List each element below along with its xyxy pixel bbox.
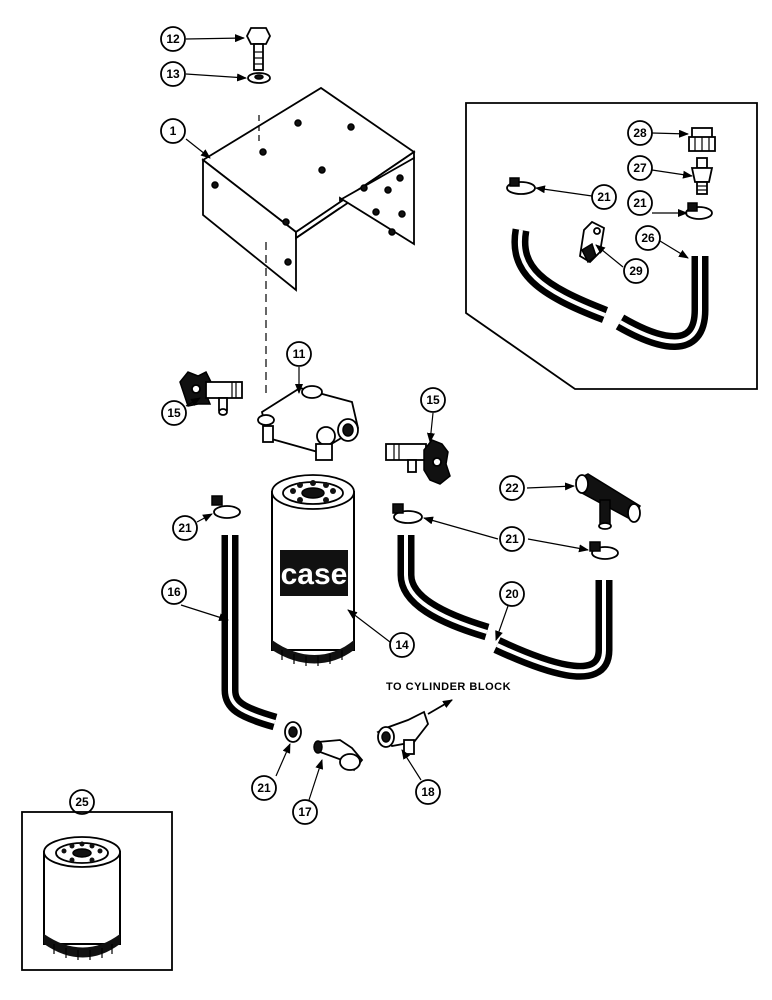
svg-text:12: 12 — [166, 32, 180, 46]
part-17-elbow — [313, 739, 364, 772]
svg-text:16: 16 — [167, 585, 181, 599]
svg-text:20: 20 — [505, 587, 519, 601]
svg-text:15: 15 — [426, 393, 440, 407]
part-21-clamp-inset-right — [685, 202, 713, 220]
part-12-bolt — [245, 27, 272, 71]
svg-text:11: 11 — [293, 347, 306, 361]
callout-18: 18 — [415, 779, 441, 805]
callout-29: 29 — [623, 258, 649, 284]
svg-text:25: 25 — [75, 795, 89, 809]
svg-text:21: 21 — [597, 190, 611, 204]
callout-26: 26 — [635, 225, 661, 251]
part-27-fitting — [690, 157, 714, 195]
svg-text:21: 21 — [257, 781, 271, 795]
part-29-clip — [579, 220, 605, 264]
part-13-washer — [247, 72, 271, 84]
svg-text:13: 13 — [166, 67, 180, 81]
callout-15-left: 15 — [161, 400, 187, 426]
svg-text:18: 18 — [421, 785, 435, 799]
part-14-filter: case — [271, 474, 355, 666]
part-21-clamp-left — [211, 495, 241, 519]
callout-1: 1 — [160, 118, 186, 144]
callout-12: 12 — [160, 26, 186, 52]
filter-brand-label: case — [281, 558, 348, 591]
inset-box-bottom — [21, 811, 173, 971]
part-1-bracket — [201, 86, 416, 292]
callout-16: 16 — [161, 579, 187, 605]
callout-21-inset-right: 21 — [627, 190, 653, 216]
arrow-icon — [427, 699, 453, 715]
part-28-plug — [688, 127, 716, 152]
callout-21-bottom: 21 — [251, 775, 277, 801]
callout-22: 22 — [499, 475, 525, 501]
svg-text:1: 1 — [170, 124, 177, 138]
callout-14: 14 — [389, 632, 415, 658]
svg-text:15: 15 — [167, 406, 181, 420]
part-26-hose-inset — [511, 228, 709, 350]
svg-text:28: 28 — [633, 126, 647, 140]
callout-21-inset-left: 21 — [591, 184, 617, 210]
callout-27: 27 — [627, 155, 653, 181]
callout-11: 11 — [286, 341, 312, 367]
svg-text:26: 26 — [641, 231, 655, 245]
svg-text:17: 17 — [298, 805, 312, 819]
part-22-tee — [575, 473, 642, 530]
callout-21-right: 21 — [499, 526, 525, 552]
inset-box — [465, 102, 758, 390]
svg-text:29: 29 — [629, 264, 643, 278]
callout-25: 25 — [69, 789, 95, 815]
part-20-hose — [397, 535, 613, 680]
part-25-filter — [43, 836, 121, 960]
svg-text:27: 27 — [633, 161, 647, 175]
svg-text:22: 22 — [505, 481, 519, 495]
callout-13: 13 — [160, 61, 186, 87]
svg-text:21: 21 — [633, 196, 647, 210]
svg-text:21: 21 — [505, 532, 519, 546]
svg-text:14: 14 — [395, 638, 409, 652]
part-21-clamp-inset-left — [506, 177, 536, 195]
note-to-cylinder-block: TO CYLINDER BLOCK — [386, 681, 511, 693]
part-21-clamp-bottom — [284, 721, 302, 743]
svg-text:21: 21 — [178, 521, 192, 535]
part-15-valve-right — [385, 439, 451, 485]
part-11-filter-head — [257, 385, 360, 461]
callout-20: 20 — [499, 581, 525, 607]
callout-17: 17 — [292, 799, 318, 825]
part-21-clamp-center — [392, 503, 423, 524]
callout-15-right: 15 — [420, 387, 446, 413]
part-16-hose — [221, 535, 278, 731]
callout-21-left: 21 — [172, 515, 198, 541]
part-18-adapter — [376, 710, 430, 755]
leader-arrow-icon — [180, 34, 693, 801]
part-15-valve-left — [179, 370, 243, 416]
part-21-clamp-right — [589, 541, 619, 560]
callout-28: 28 — [627, 120, 653, 146]
